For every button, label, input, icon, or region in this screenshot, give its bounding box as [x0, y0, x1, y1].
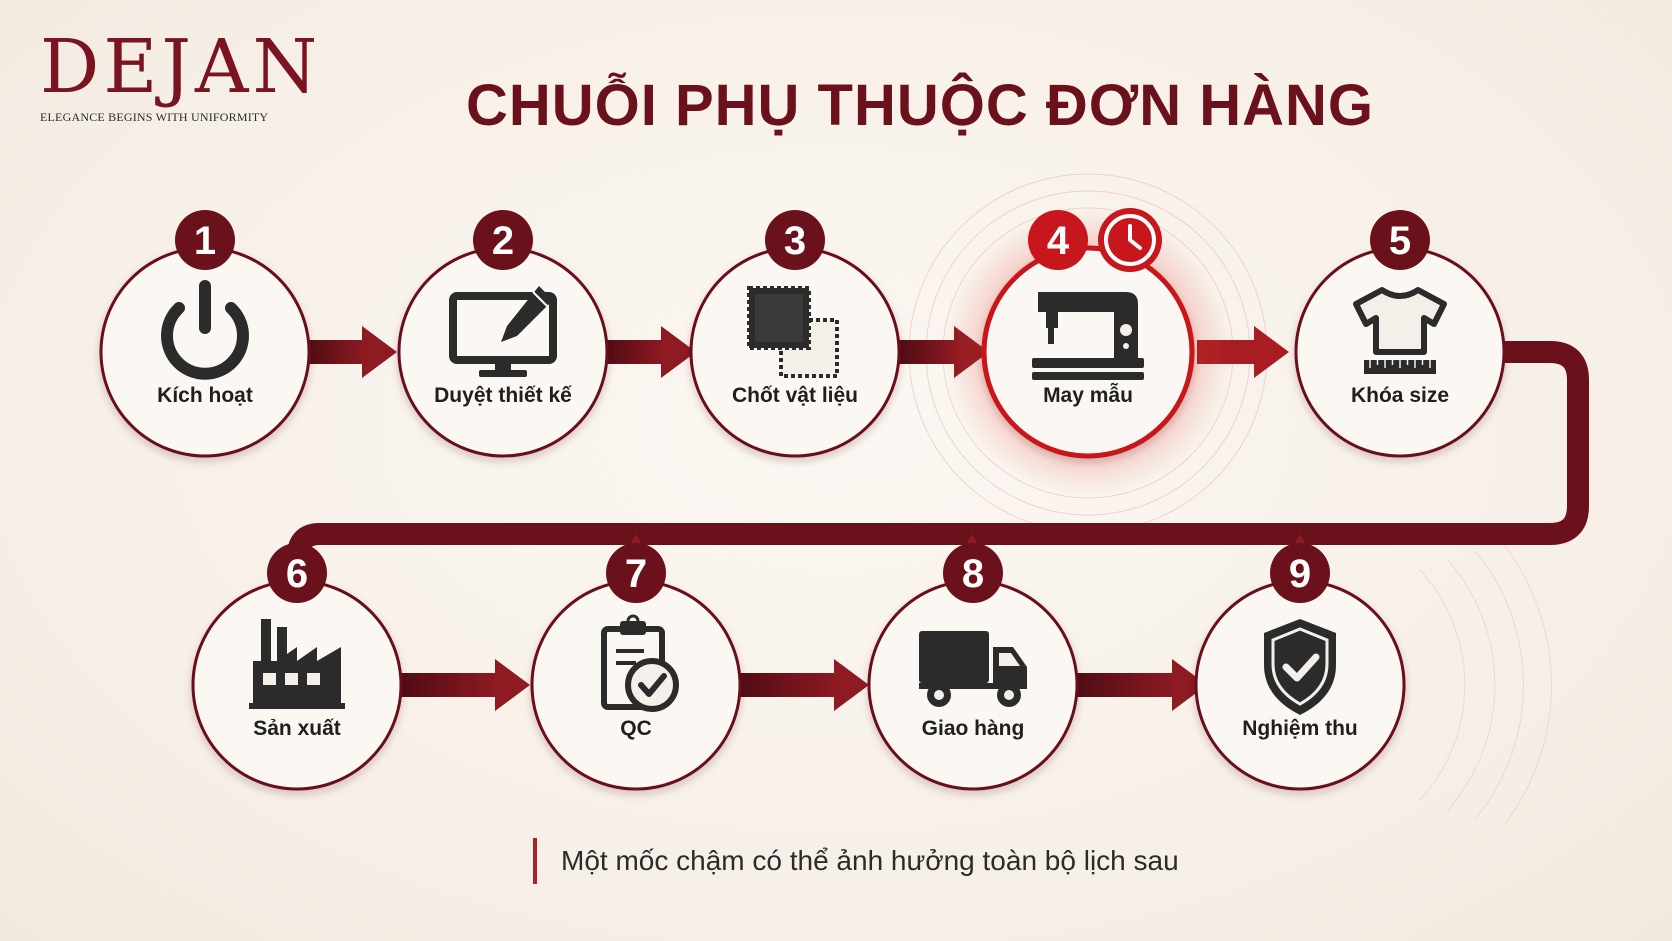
connector-2-3: [604, 326, 696, 378]
step-number-badge: [1028, 210, 1088, 270]
step-1: Kích hoạt 1: [99, 210, 311, 458]
step-circle: [981, 245, 1195, 459]
logo-tagline: ELEGANCE BEGINS WITH UNIFORMITY: [40, 110, 269, 124]
fabric-swatch-icon: [747, 286, 839, 378]
step-number-badge: [1370, 210, 1430, 270]
step-label: Nghiệm thu: [1242, 717, 1358, 740]
step-label: May mẫu: [1043, 383, 1133, 407]
factory-icon: [249, 619, 345, 709]
connector-1-2: [305, 326, 397, 378]
footer-note: Một mốc chậm có thể ảnh hưởng toàn bộ lị…: [533, 838, 1179, 884]
connector-5-6: [287, 341, 1589, 574]
step-number-badge: [606, 543, 666, 603]
step-3: Chốt vật liệu 3: [689, 210, 901, 458]
step-8: Giao hàng 8: [867, 543, 1079, 791]
step-number: 9: [1289, 552, 1311, 596]
step-4: May mẫu 4: [944, 208, 1232, 496]
clock-icon: [1098, 208, 1162, 272]
power-icon: [161, 280, 249, 380]
step-circle: [99, 246, 311, 458]
step-9: Nghiệm thu 9: [1194, 543, 1406, 791]
sewing-machine-icon: [1032, 292, 1144, 380]
shield-check-icon: [1264, 619, 1336, 715]
step-7: QC 7: [530, 543, 742, 791]
step-number: 3: [784, 219, 806, 263]
connector-6-7: [396, 659, 530, 711]
path-joints: [630, 534, 1306, 545]
tshirt-ruler-icon: [1353, 287, 1447, 374]
step-number: 6: [286, 552, 308, 596]
monitor-pen-icon: [449, 286, 557, 377]
step-number: 1: [194, 219, 216, 263]
logo-wordmark: DEJAN: [40, 24, 322, 110]
truck-icon: [919, 631, 1027, 707]
step-number-badge: [943, 543, 1003, 603]
connector-8-9: [1073, 659, 1207, 711]
step-label: Duyệt thiết kế: [434, 384, 572, 407]
step-number-badge: [1270, 543, 1330, 603]
step-2: Duyệt thiết kế 2: [397, 210, 609, 458]
step-circle: [397, 246, 609, 458]
step-number-badge: [765, 210, 825, 270]
step-number: 4: [1047, 219, 1070, 263]
ripple-rings-step-9: [1419, 544, 1553, 826]
clipboard-check-icon: [601, 614, 679, 712]
step-label: Sản xuất: [253, 717, 341, 740]
page-title: CHUỖI PHỤ THUỘC ĐƠN HÀNG: [465, 73, 1375, 138]
step-label: Giao hàng: [922, 717, 1025, 740]
step-number: 7: [625, 552, 647, 596]
step-number: 2: [492, 219, 514, 263]
step-number-badge: [175, 210, 235, 270]
step-label: Khóa size: [1351, 384, 1449, 407]
step-label: Chốt vật liệu: [732, 384, 858, 407]
step-6: Sản xuất 6: [191, 543, 403, 791]
brand-logo: DEJAN ELEGANCE BEGINS WITH UNIFORMITY: [40, 24, 322, 125]
connector-7-8: [735, 659, 869, 711]
step-number: 8: [962, 552, 984, 596]
step-5: Khóa size 5: [1294, 210, 1506, 458]
step-number: 5: [1389, 219, 1411, 263]
step-label: Kích hoạt: [157, 384, 253, 407]
step-number-badge: [267, 543, 327, 603]
step-label: QC: [620, 717, 652, 740]
step-number-badge: [473, 210, 533, 270]
